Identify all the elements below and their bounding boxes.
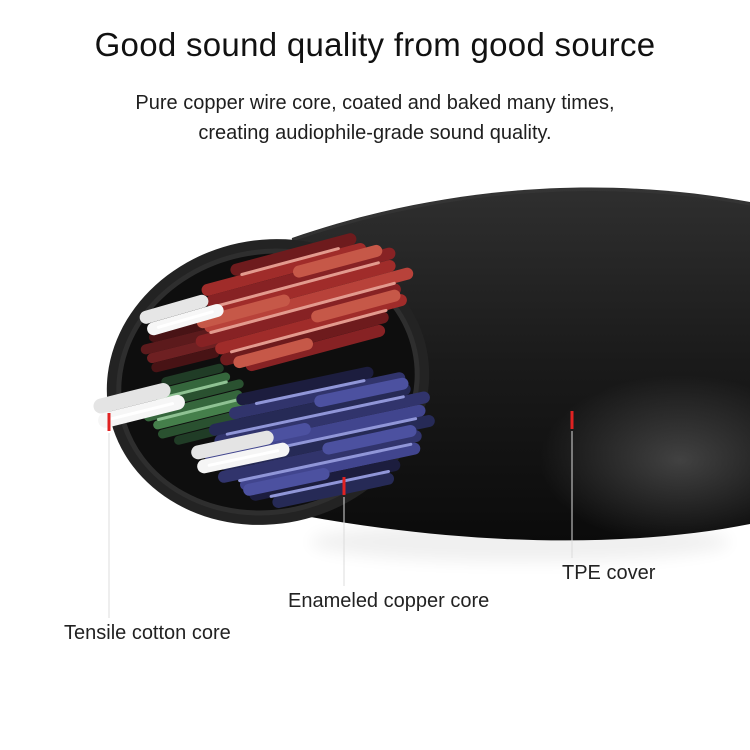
cotton-core-marker bbox=[107, 413, 111, 431]
subheadline-line2: creating audiophile-grade sound quality. bbox=[198, 122, 552, 144]
tpe-cover-marker bbox=[570, 411, 574, 429]
cable-sheen bbox=[540, 375, 750, 541]
cotton-core-left bbox=[93, 383, 185, 428]
label-tensile-cotton-core: Tensile cotton core bbox=[64, 622, 231, 644]
cable-top-highlight bbox=[291, 188, 750, 242]
subheadline-line1: Pure copper wire core, coated and baked … bbox=[135, 92, 615, 114]
cotton-core-bottom bbox=[191, 430, 290, 474]
leader-lines bbox=[108, 431, 573, 618]
label-tpe-cover: TPE cover bbox=[562, 562, 656, 584]
copper-core-marker bbox=[342, 477, 346, 495]
headline: Good sound quality from good source bbox=[94, 26, 656, 63]
subheadline: Pure copper wire core, coated and baked … bbox=[0, 88, 750, 148]
wire-bundles bbox=[93, 233, 435, 508]
markers bbox=[107, 411, 574, 495]
red-copper-wires bbox=[192, 233, 414, 372]
label-enameled-copper-core: Enameled copper core bbox=[288, 590, 490, 612]
cotton-core-top bbox=[139, 294, 224, 336]
